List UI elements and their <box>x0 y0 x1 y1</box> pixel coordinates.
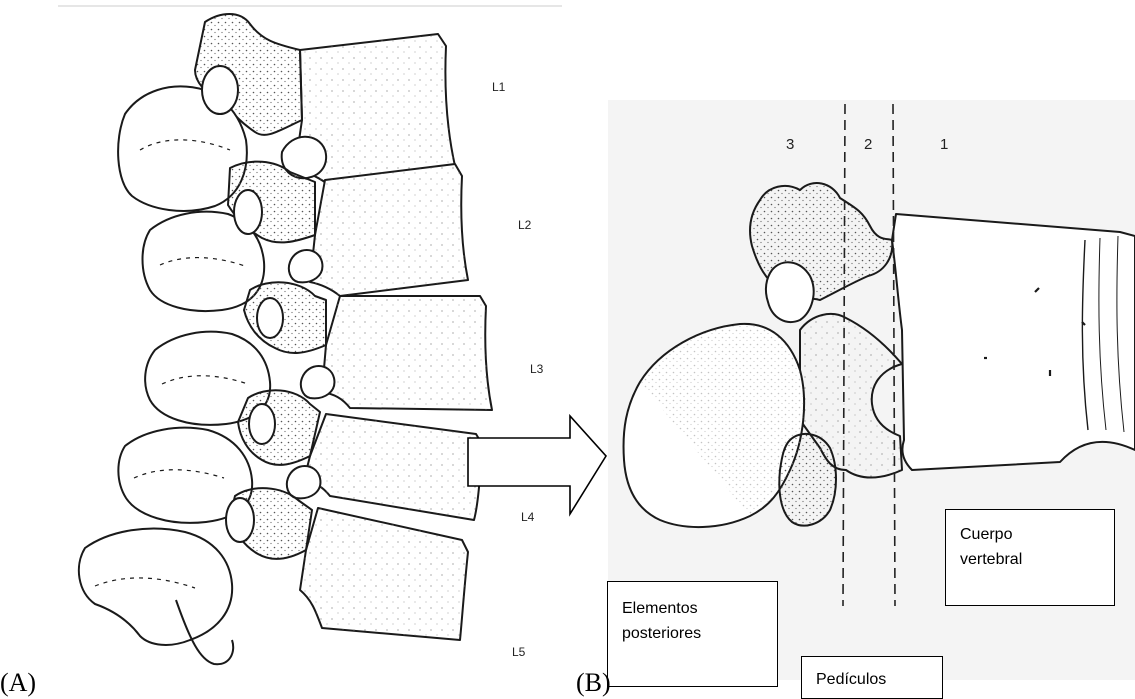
inferior-articular-process <box>779 434 836 526</box>
callout-pedicles: Pedículos <box>801 656 943 699</box>
callout-vertebral-body: Cuerpo vertebral <box>945 509 1115 606</box>
vertebra-l5 <box>79 488 468 664</box>
zone-label-3: 3 <box>786 136 794 153</box>
callout-posterior-elements: Elementos posteriores <box>607 581 778 687</box>
callout-posterior-line1: Elementos <box>622 596 777 621</box>
callout-pedicles-text: Pedículos <box>816 667 942 692</box>
label-l4: L4 <box>521 510 534 524</box>
label-l1: L1 <box>492 80 505 94</box>
label-l3: L3 <box>530 362 543 376</box>
zoom-arrow <box>468 416 606 514</box>
panel-letter-b: (B) <box>576 668 611 698</box>
label-l2: L2 <box>518 218 531 232</box>
lumbar-spine-drawing <box>79 14 492 664</box>
panel-letter-a: (A) <box>0 668 36 698</box>
label-l5: L5 <box>512 645 525 659</box>
callout-body-line1: Cuerpo <box>960 522 1114 547</box>
vertebral-body <box>892 214 1135 470</box>
callout-posterior-line2: posteriores <box>622 621 777 646</box>
zone-label-2: 2 <box>864 136 872 153</box>
callout-body-line2: vertebral <box>960 547 1114 572</box>
zone-label-1: 1 <box>940 136 948 153</box>
